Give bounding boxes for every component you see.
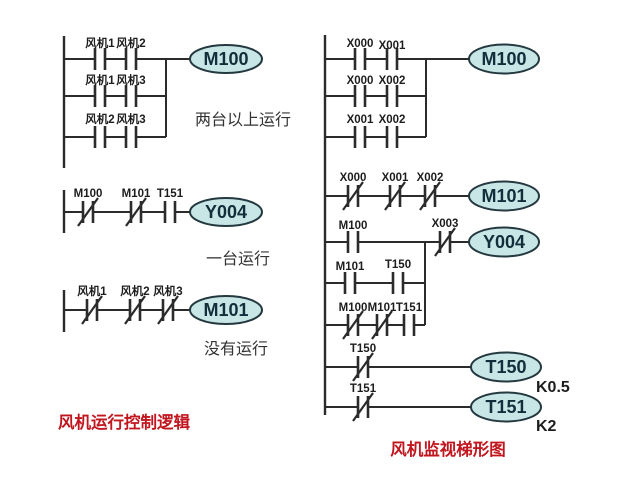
contact-label: M100 bbox=[339, 220, 368, 232]
right-ladder: X000 X001 X000 X002 X001 X002 M100 X000 … bbox=[323, 35, 570, 459]
no-contact bbox=[385, 124, 399, 150]
contact-label: T151 bbox=[350, 383, 377, 395]
contact-label: X001 bbox=[347, 114, 374, 126]
no-contact bbox=[353, 83, 367, 109]
no-contact bbox=[353, 124, 367, 150]
no-contact bbox=[385, 83, 399, 109]
contact-label: X003 bbox=[432, 218, 459, 230]
coil-label: T150 bbox=[485, 357, 526, 377]
timer-preset-k05: K0.5 bbox=[536, 379, 570, 396]
note-one-running: 一台运行 bbox=[206, 250, 270, 268]
contact-label: 风机3 bbox=[153, 284, 182, 298]
no-contact bbox=[124, 83, 138, 109]
contact-label: T151 bbox=[396, 302, 423, 314]
no-contact bbox=[124, 46, 138, 72]
contact-label: M101 bbox=[336, 261, 365, 273]
left-m101-block: 风机1 风机2 风机3 M101 没有运行 bbox=[62, 284, 268, 358]
coil-label: M100 bbox=[481, 49, 526, 69]
contact-label: X001 bbox=[379, 40, 406, 52]
coil-label: Y004 bbox=[483, 232, 525, 252]
left-ladder: 风机1 风机2 风机1 风机3 风机2 风机3 M100 两台以上运行 M100… bbox=[58, 36, 291, 432]
note-none-running: 没有运行 bbox=[204, 340, 268, 358]
no-contact bbox=[346, 229, 360, 255]
coil-oval-y004 bbox=[189, 197, 263, 227]
contact-label: M100 bbox=[74, 188, 103, 200]
coil-label: Y004 bbox=[205, 202, 247, 222]
contact-label: X002 bbox=[379, 75, 406, 87]
no-contact bbox=[391, 270, 405, 296]
contact-label: 风机3 bbox=[116, 73, 145, 87]
contact-label: X000 bbox=[347, 75, 374, 87]
contact-label: M101 bbox=[368, 302, 397, 314]
no-contact bbox=[93, 124, 107, 150]
contact-label: X002 bbox=[417, 172, 444, 184]
contact-label: T150 bbox=[350, 343, 376, 355]
contact-label: 风机2 bbox=[120, 284, 149, 298]
contact-label: X000 bbox=[340, 172, 367, 184]
coil-oval-m100 bbox=[468, 43, 540, 75]
contact-label: 风机2 bbox=[116, 36, 145, 50]
timer-preset-k2: K2 bbox=[536, 418, 557, 435]
right-caption: 风机监视梯形图 bbox=[390, 439, 506, 459]
right-t150-rung: T150 T150 K0.5 bbox=[325, 343, 570, 396]
no-contact bbox=[93, 46, 107, 72]
contact-label: T151 bbox=[157, 188, 184, 200]
contact-label: X001 bbox=[382, 172, 409, 184]
left-y004-block: M100 M101 T151 Y004 一台运行 bbox=[62, 188, 270, 268]
right-m100-block: X000 X001 X000 X002 X001 X002 M100 bbox=[325, 38, 540, 150]
contact-label: X002 bbox=[379, 114, 406, 126]
contact-label: 风机3 bbox=[116, 112, 145, 126]
coil-oval-t150 bbox=[470, 351, 542, 383]
no-contact bbox=[353, 46, 367, 72]
contact-label: 风机1 bbox=[77, 284, 107, 298]
contact-label: 风机1 bbox=[85, 73, 115, 87]
coil-oval-y004 bbox=[468, 226, 540, 258]
contact-label: T150 bbox=[385, 259, 411, 271]
contact-label: M100 bbox=[339, 302, 368, 314]
contact-label: X000 bbox=[347, 38, 374, 50]
right-m101-rung: X000 X001 X002 M101 bbox=[325, 172, 540, 212]
coil-label: T151 bbox=[485, 397, 526, 417]
coil-oval-m100 bbox=[189, 44, 263, 74]
right-y004-block: M100 X003 M101 T150 M100 M101 T151 Y004 bbox=[325, 218, 540, 341]
coil-oval-m101 bbox=[468, 180, 540, 212]
coil-oval-m101 bbox=[189, 295, 263, 325]
no-contact bbox=[124, 124, 138, 150]
contact-label: M101 bbox=[122, 188, 151, 200]
no-contact bbox=[343, 270, 357, 296]
no-contact bbox=[163, 199, 177, 225]
left-m100-block: 风机1 风机2 风机1 风机3 风机2 风机3 M100 两台以上运行 bbox=[62, 36, 291, 168]
no-contact bbox=[93, 83, 107, 109]
right-t151-rung: T151 T151 K2 bbox=[325, 383, 557, 435]
coil-label: M101 bbox=[481, 186, 526, 206]
left-caption: 风机运行控制逻辑 bbox=[58, 412, 191, 432]
coil-oval-t151 bbox=[470, 391, 542, 423]
contact-label: 风机2 bbox=[85, 112, 114, 126]
contact-label: 风机1 bbox=[85, 36, 115, 50]
coil-label: M100 bbox=[203, 49, 248, 69]
note-two-or-more: 两台以上运行 bbox=[195, 111, 291, 129]
no-contact bbox=[402, 312, 416, 338]
coil-label: M101 bbox=[203, 300, 248, 320]
